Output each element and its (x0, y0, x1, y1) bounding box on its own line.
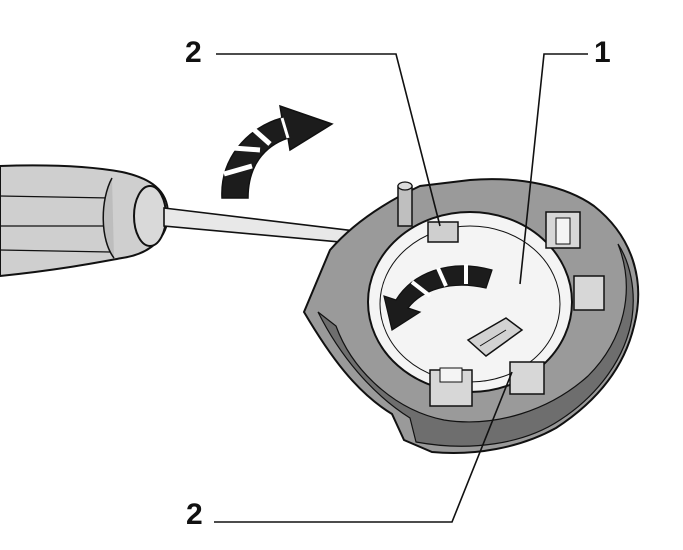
callout-2-lower: 2 (186, 498, 203, 531)
callout-2-upper: 2 (185, 36, 202, 69)
spring-housing (302, 178, 640, 454)
rotation-arrow-icon (221, 104, 334, 199)
leader-lines (214, 53, 588, 523)
callout-1: 1 (594, 36, 611, 69)
